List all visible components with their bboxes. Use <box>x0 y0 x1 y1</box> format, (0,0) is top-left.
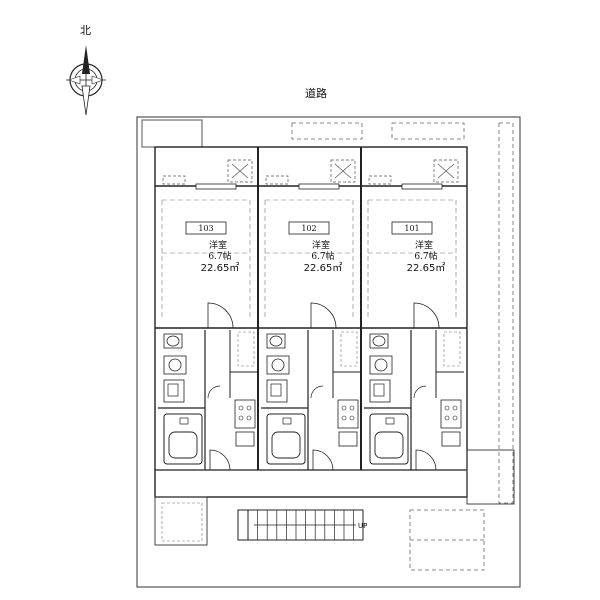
room-number: 102 <box>301 224 316 233</box>
unit-103-labels: 103 洋室 6.7帖 22.65㎡ <box>198 224 239 274</box>
unit-101 <box>363 159 465 471</box>
room-tatami: 6.7帖 <box>208 250 231 262</box>
room-area: 22.65㎡ <box>304 262 343 274</box>
unit-101-labels: 101 洋室 6.7帖 22.65㎡ <box>404 224 445 274</box>
planting-strip <box>498 122 514 504</box>
room-tatami: 6.7帖 <box>311 250 334 262</box>
room-number: 103 <box>198 224 213 233</box>
compass-icon <box>66 45 106 116</box>
storage-box <box>466 449 515 505</box>
unit-102 <box>260 159 362 471</box>
room-type: 洋室 <box>209 239 227 251</box>
room-type: 洋室 <box>415 239 433 251</box>
road-label: 道路 <box>305 86 327 100</box>
room-type: 洋室 <box>312 239 330 251</box>
parking-space <box>291 122 363 140</box>
parking-space <box>391 122 465 140</box>
site-boundary <box>136 116 521 588</box>
stair-up-label: UP <box>358 522 367 530</box>
room-area: 22.65㎡ <box>407 262 446 274</box>
bicycle-area <box>141 119 203 148</box>
garbage-area <box>154 496 208 546</box>
room-number: 101 <box>404 224 419 233</box>
unit-103 <box>158 159 258 471</box>
building-outline <box>154 146 468 498</box>
north-label: 北 <box>80 24 91 37</box>
room-area: 22.65㎡ <box>201 262 240 274</box>
unit-102-labels: 102 洋室 6.7帖 22.65㎡ <box>301 224 342 274</box>
room-tatami: 6.7帖 <box>414 250 437 262</box>
